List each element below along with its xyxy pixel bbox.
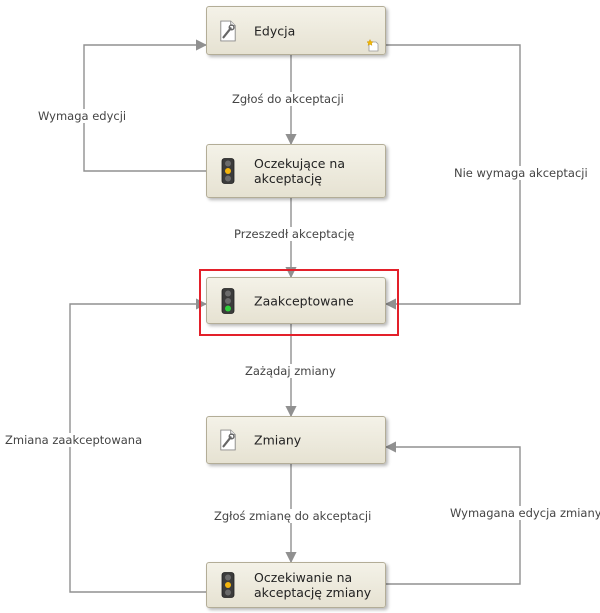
edge-zmiana-zaakceptowana: [69, 298, 208, 593]
edge-label-przeszedl-akceptacje: Przeszedł akceptację: [232, 227, 357, 241]
document-wrench-icon: [219, 18, 237, 44]
edge-label-zazadaj-zmiany: Zażądaj zmiany: [243, 364, 338, 378]
state-zaakceptowane-label: Zaakceptowane: [254, 293, 354, 308]
traffic-light-amber-icon: [219, 158, 237, 184]
edge-label-wymagana-edycja-zmiany: Wymagana edycja zmiany: [448, 506, 600, 520]
state-edycja[interactable]: Edycja: [206, 6, 386, 55]
edge-label-wymaga-edycji: Wymaga edycji: [36, 109, 129, 123]
edge-label-zglos-zmiane: Zgłoś zmianę do akceptacji: [212, 509, 374, 523]
state-edycja-label: Edycja: [254, 23, 296, 38]
edge-label-zmiana-zaakceptowana: Zmiana zaakceptowana: [3, 433, 145, 447]
edge-label-nie-wymaga-akceptacji: Nie wymaga akceptacji: [452, 166, 590, 180]
state-zmiany[interactable]: Zmiany: [206, 416, 386, 464]
state-oczekujace-na-akceptacje[interactable]: Oczekujące na akceptację: [206, 144, 386, 198]
traffic-light-amber-icon: [219, 572, 237, 598]
state-zaakceptowane[interactable]: Zaakceptowane: [206, 277, 386, 324]
edge-wymaga-edycji: [83, 39, 208, 172]
state-oczekiwanie-label: Oczekiwanie na akceptację zmiany: [254, 570, 372, 600]
state-oczekujace-label: Oczekujące na akceptację: [254, 156, 345, 186]
document-wrench-icon: [219, 427, 237, 453]
state-oczekiwanie-na-akceptacje-zmiany[interactable]: Oczekiwanie na akceptację zmiany: [206, 562, 386, 608]
edge-label-zglos-do-akceptacji: Zgłoś do akceptacji: [230, 92, 346, 106]
state-zmiany-label: Zmiany: [254, 432, 302, 448]
traffic-light-green-icon: [219, 287, 237, 314]
new-document-star-icon: [366, 37, 379, 52]
